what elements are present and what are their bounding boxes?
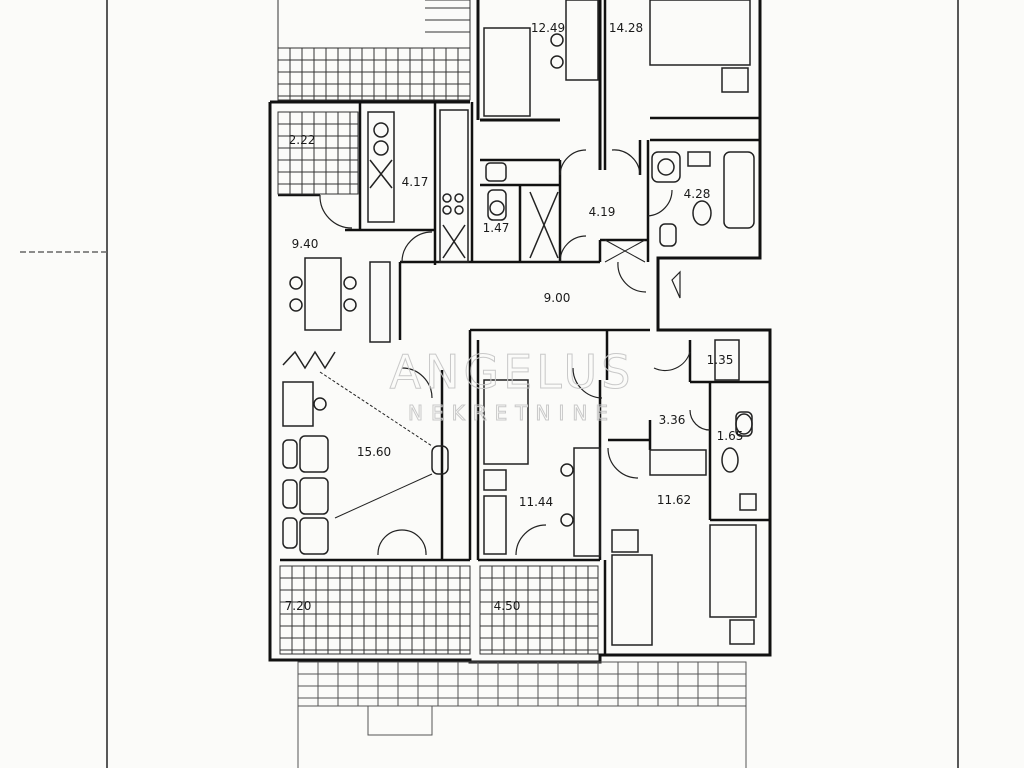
page-frame	[20, 0, 959, 768]
room-area-corridor: 9.00	[544, 291, 571, 305]
watermark-line-2: NEKRETNINE	[408, 401, 616, 425]
terrace-4-50-hatch	[479, 565, 599, 655]
balcony-2-22-hatch	[277, 111, 359, 195]
room-area-bedroom-nw: 12.49	[531, 21, 565, 35]
room-area-living: 15.60	[357, 445, 391, 459]
interior-walls	[278, 0, 770, 655]
terrace-7-20-hatch	[279, 565, 471, 655]
watermark-line-1: ANGELUS	[390, 345, 635, 399]
room-area-bedroom-sw: 11.44	[519, 495, 553, 509]
terrace-north-hatch	[277, 0, 471, 101]
garden-south-hatch	[297, 661, 747, 768]
room-area-bedroom-se: 11.62	[657, 493, 691, 507]
furniture	[282, 0, 757, 646]
room-area-balcony-north-left: 2.22	[289, 133, 316, 147]
room-area-wc-small: 1.47	[483, 221, 510, 235]
room-area-kitchen: 4.17	[402, 175, 429, 189]
room-area-bathroom-ne: 4.28	[684, 187, 711, 201]
room-area-terrace-west: 7.20	[285, 599, 312, 613]
outer-walls	[268, 0, 772, 664]
door-swings	[319, 149, 711, 556]
room-area-terrace-mid: 4.50	[494, 599, 521, 613]
room-area-bedroom-ne: 14.28	[609, 21, 643, 35]
room-area-wc-south: 1.65	[717, 429, 744, 443]
room-area-hall-south: 3.36	[659, 413, 686, 427]
room-labels: 2.22 4.17 12.49 14.28 1.47 4.19 4.28 9.40 9.00 1.…	[285, 21, 744, 613]
room-area-hall-north: 4.19	[589, 205, 616, 219]
room-area-storage: 1.35	[707, 353, 734, 367]
room-area-dining: 9.40	[292, 237, 319, 251]
